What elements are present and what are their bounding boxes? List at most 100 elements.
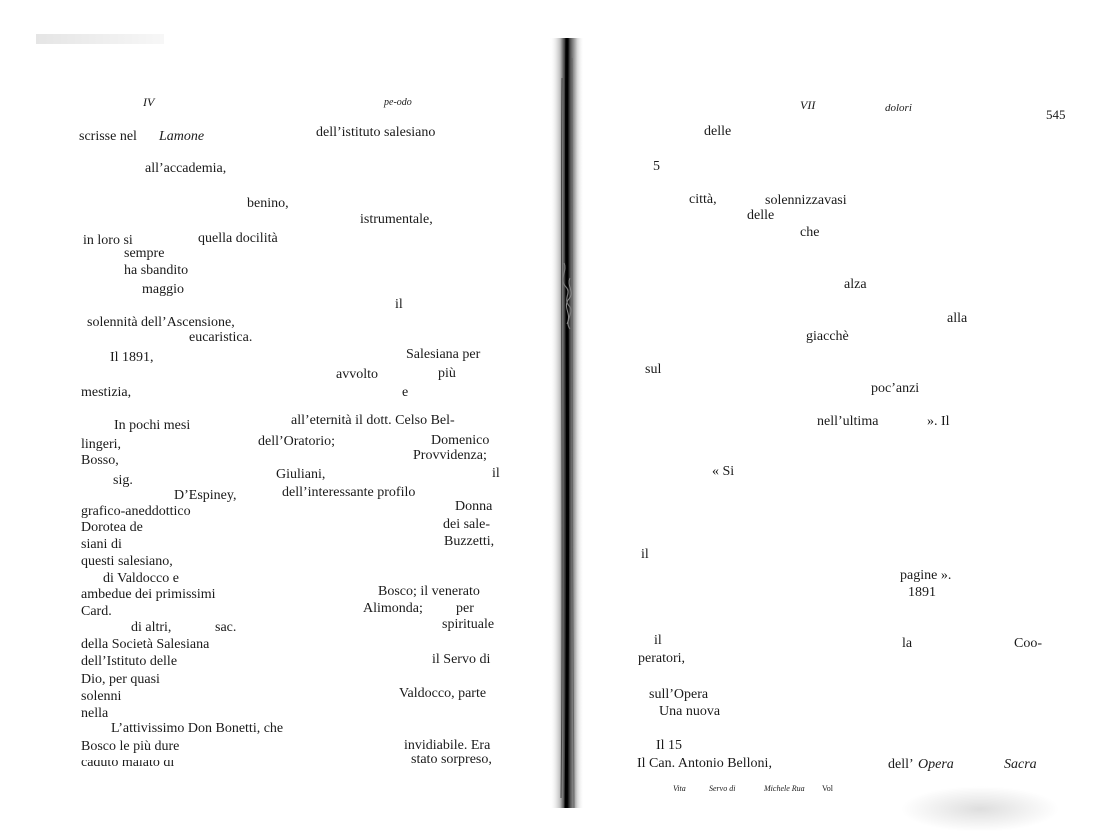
text-line: poc’anzi (871, 381, 920, 396)
text-line: dell’Oratorio; (258, 434, 335, 449)
text-line: di Valdocco e (103, 571, 179, 586)
text-line: Coo- (1014, 636, 1042, 651)
text-line: lingeri, (81, 437, 122, 452)
text-line: Salesiana per (406, 347, 481, 362)
text-line: dell’interessante profilo (282, 485, 416, 500)
text-line: ambedue dei primissimi (81, 587, 216, 602)
text-line: Una nuova (659, 704, 721, 719)
text-line: Provvidenza; (413, 448, 487, 463)
text-line: dell’ (888, 757, 914, 772)
text-line: Buzzetti, (444, 534, 495, 549)
text-line: per (456, 601, 474, 616)
text-line: Il 1891, (110, 350, 154, 365)
text-line: all’eternità il dott. Celso Bel- (291, 413, 455, 428)
right-header-chapter: VII (800, 98, 816, 112)
text-line: della Società Salesiana (81, 637, 210, 652)
text-line: sempre (124, 246, 165, 261)
text-line: più (438, 366, 456, 381)
text-line: il Servo di (432, 652, 491, 667)
text-line: alla (947, 311, 968, 326)
text-line: dei sale- (443, 517, 491, 532)
text-line: giacchè (806, 329, 849, 344)
text-line: avvolto (336, 367, 378, 382)
text-line: il (492, 466, 500, 481)
text-line: Bosco; il venerato (378, 584, 480, 599)
text-line: in loro si (83, 233, 133, 248)
right-page: VII dolori 545 delle 5 città, solennizza… (548, 0, 1110, 838)
text-line: Donna (455, 499, 493, 514)
text-line: invidiabile. Era (404, 738, 491, 753)
book-binding (550, 38, 584, 808)
text-line: e (402, 385, 409, 400)
text-line: Il 15 (656, 738, 683, 753)
text-line: maggio (142, 282, 184, 297)
text-line: Domenico (431, 433, 490, 448)
footer-text: Servo di (709, 784, 736, 793)
text-line: Dio, per quasi (81, 672, 160, 687)
text-line: che (800, 225, 820, 240)
text-line: delle (747, 208, 775, 223)
text-line: dell’Istituto delle (81, 654, 178, 669)
text-line: In pochi mesi (114, 418, 191, 433)
text-line: ». Il (927, 414, 950, 429)
text-line: siani di (81, 537, 122, 552)
text-line: sac. (215, 620, 237, 635)
text-line: sul (645, 362, 662, 377)
text-line: pagine ». (900, 568, 952, 583)
text-line: nell’ultima (817, 414, 879, 429)
text-line: Valdocco, parte (399, 686, 487, 701)
text-line: eucaristica. (189, 330, 253, 345)
text-line: di altri, (131, 620, 172, 635)
text-line: Card. (81, 604, 112, 619)
text-line: Dorotea de (81, 520, 143, 535)
text-line: il (654, 633, 662, 648)
text-line: sig. (113, 473, 133, 488)
right-header-title: dolori (885, 102, 912, 114)
text-line: Opera (918, 757, 954, 772)
footer-text: Michele Rua (764, 784, 805, 793)
text-line: Il Can. Antonio Belloni, (637, 756, 772, 771)
text-line: stato sorpreso, (411, 752, 492, 767)
text-line: Bosso, (81, 453, 119, 468)
text-line: istrumentale, (360, 212, 433, 227)
text-line: Bosco le più dure (81, 739, 180, 754)
footer-text: Vol (822, 784, 833, 793)
text-line: mestizia, (81, 385, 132, 400)
text-line: scrisse nel (79, 129, 137, 144)
text-line: il (641, 547, 649, 562)
footer-text: Vita (673, 784, 686, 793)
text-line: L’attivissimo Don Bonetti, che (111, 721, 284, 736)
scan-smudge (36, 34, 164, 44)
text-line: spirituale (442, 617, 495, 632)
left-page: IV pe-odo scrisse nel Lamone dell’istitu… (0, 0, 548, 838)
text-line: 5 (653, 159, 660, 174)
text-line: solennità dell’Ascensione, (87, 315, 235, 330)
text-line: benino, (247, 196, 289, 211)
text-line: 1891 (908, 585, 936, 600)
text-line: grafico-aneddottico (81, 504, 191, 519)
left-header-title: pe-odo (384, 97, 412, 108)
text-line: « Si (712, 464, 735, 479)
text-line: Alimonda; (363, 601, 423, 616)
text-line: peratori, (638, 651, 686, 666)
text-line: quella docilità (198, 231, 278, 246)
text-line: Lamone (159, 129, 205, 144)
text-line: all’accademia, (145, 161, 227, 176)
text-line: la (902, 636, 913, 651)
text-line: Giuliani, (276, 467, 326, 482)
text-line: dell’istituto salesiano (316, 125, 436, 140)
text-line: Sacra (1004, 757, 1037, 772)
text-line: solennizzavasi (765, 193, 847, 208)
text-line: solenni (81, 689, 122, 704)
text-line: sull’Opera (649, 687, 709, 702)
page-number: 545 (1046, 107, 1066, 122)
text-line: nella (81, 706, 109, 721)
text-line: città, (689, 192, 717, 207)
text-line: caduto malato di (81, 755, 175, 770)
left-header-chapter: IV (143, 95, 155, 109)
text-line: alza (844, 277, 867, 292)
text-line: delle (704, 124, 732, 139)
text-line: questi salesiano, (81, 554, 173, 569)
text-line: il (395, 297, 403, 312)
